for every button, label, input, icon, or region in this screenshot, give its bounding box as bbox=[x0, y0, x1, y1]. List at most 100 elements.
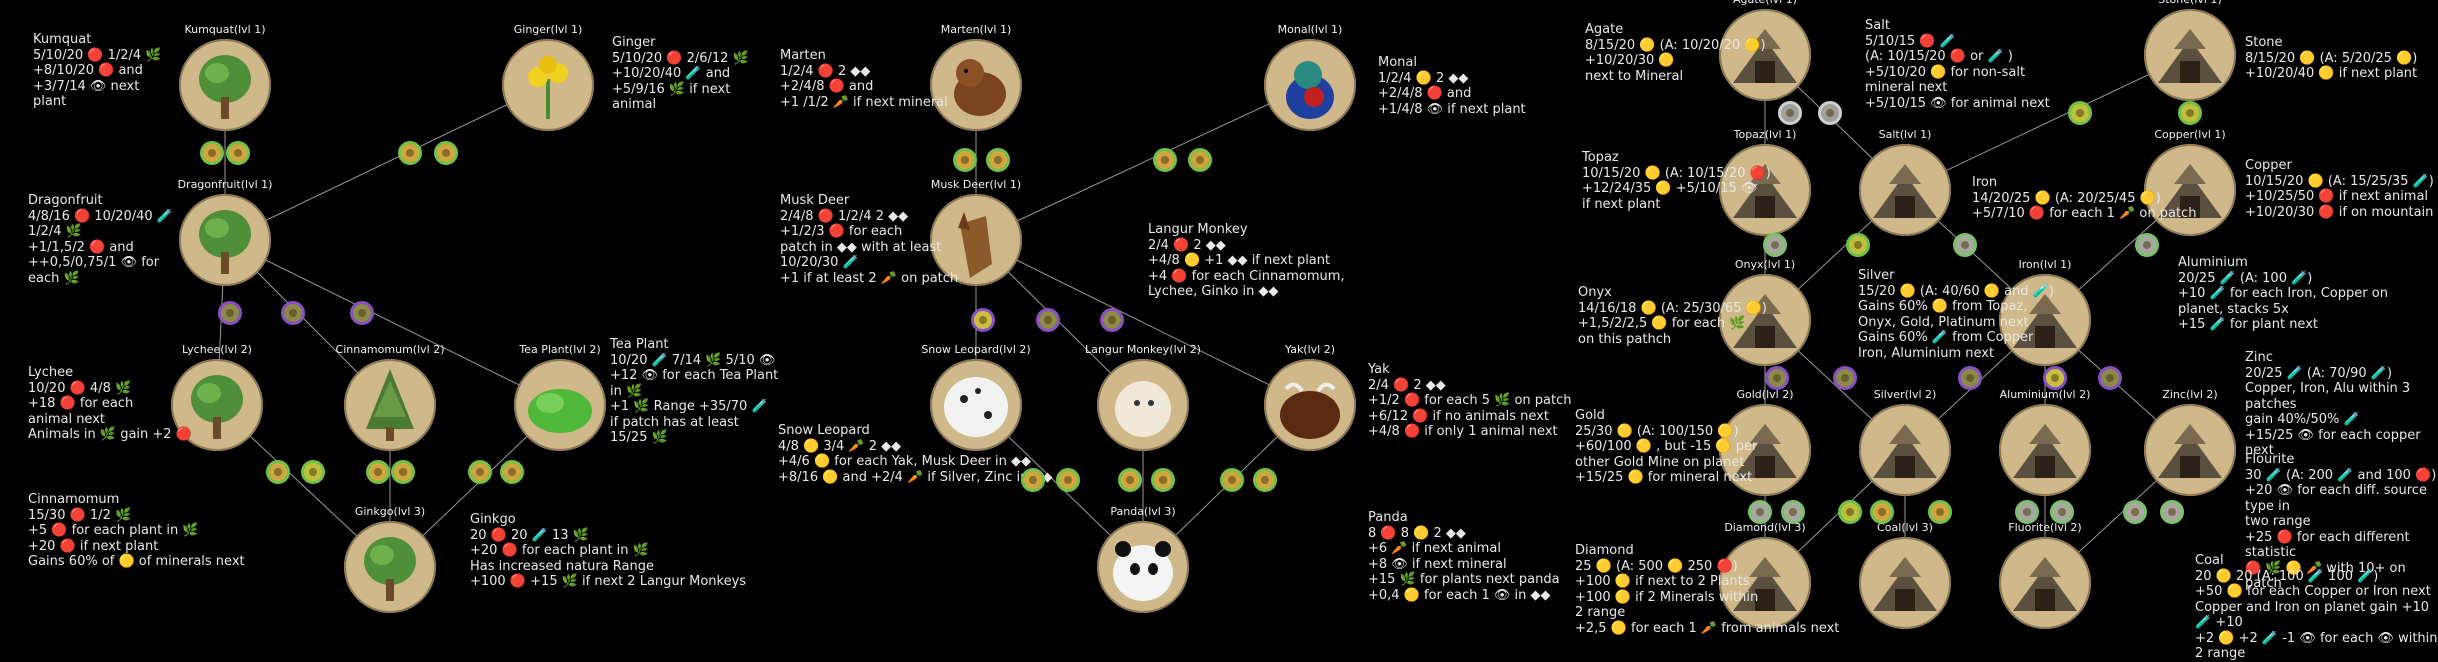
description-salt: Salt 5/10/15 🔴 🧪 (A: 10/15/20 🔴 or 🧪 ) +… bbox=[1865, 18, 2050, 111]
description-yak: Yak 2/4 🔴 2 ◆◆ +1/2 🔴 for each 5 🌿 on pa… bbox=[1368, 362, 1572, 439]
tree-icon bbox=[171, 375, 263, 451]
mine-icon bbox=[2144, 29, 2236, 101]
requirement-badge-icon bbox=[281, 301, 305, 325]
node-panda[interactable] bbox=[1097, 521, 1189, 613]
requirement-badge-icon bbox=[1833, 366, 1857, 390]
requirement-badge-icon bbox=[1928, 500, 1952, 524]
node-ginkgo[interactable] bbox=[344, 521, 436, 613]
node-salt[interactable] bbox=[1859, 144, 1951, 236]
requirement-badge-icon bbox=[266, 460, 290, 484]
requirement-badge-icon bbox=[350, 301, 374, 325]
node-copper[interactable] bbox=[2144, 144, 2236, 236]
description-snowleopard: Snow Leopard 4/8 🟡 3/4 🥕 2 ◆◆ +4/6 🟡 for… bbox=[778, 423, 1053, 485]
requirement-badge-icon bbox=[391, 460, 415, 484]
requirement-badge-icon bbox=[468, 460, 492, 484]
node-label-onyx: Onyx(lvl 1) bbox=[1734, 258, 1796, 271]
bird-icon bbox=[1264, 61, 1356, 131]
node-aluminium[interactable] bbox=[1999, 404, 2091, 496]
description-topaz: Topaz 10/15/20 🟡 (A: 10/15/20 🔴) +12/24/… bbox=[1582, 150, 1771, 212]
mine-icon bbox=[1719, 29, 1811, 101]
node-lychee[interactable] bbox=[171, 359, 263, 451]
requirement-badge-icon bbox=[2043, 366, 2067, 390]
node-label-cinnamomum: Cinnamomum(lvl 2) bbox=[335, 343, 445, 356]
node-zinc[interactable] bbox=[2144, 404, 2236, 496]
conifer-icon bbox=[344, 369, 436, 451]
mine-icon bbox=[1719, 424, 1811, 496]
panda-icon bbox=[1097, 541, 1189, 613]
requirement-badge-icon bbox=[1036, 308, 1060, 332]
node-label-marten: Marten(lvl 1) bbox=[940, 23, 1012, 36]
requirement-badge-icon bbox=[226, 141, 250, 165]
node-teaplant[interactable] bbox=[514, 359, 606, 451]
node-label-ginger: Ginger(lvl 1) bbox=[513, 23, 583, 36]
node-iron[interactable] bbox=[1999, 274, 2091, 366]
requirement-badge-icon bbox=[1818, 101, 1842, 125]
node-cinnamomum[interactable] bbox=[344, 359, 436, 451]
requirement-badge-icon bbox=[986, 148, 1010, 172]
requirement-badge-icon bbox=[2068, 101, 2092, 125]
node-langur[interactable] bbox=[1097, 359, 1189, 451]
node-gold[interactable] bbox=[1719, 404, 1811, 496]
node-diamond[interactable] bbox=[1719, 537, 1811, 629]
requirement-badge-icon bbox=[1765, 366, 1789, 390]
node-label-monal: Monal(lvl 1) bbox=[1277, 23, 1343, 36]
requirement-badge-icon bbox=[1763, 233, 1787, 257]
edge-ginger-dragonfruit bbox=[224, 84, 549, 241]
description-aluminium: Aluminium 20/25 🧪 (A: 100 🧪) +10 🧪 for e… bbox=[2178, 255, 2388, 332]
node-label-stone: Stone(lvl 1) bbox=[2158, 0, 2221, 6]
node-marten[interactable] bbox=[930, 39, 1022, 131]
requirement-badge-icon bbox=[1021, 468, 1045, 492]
tree-icon bbox=[344, 537, 436, 613]
node-topaz[interactable] bbox=[1719, 144, 1811, 236]
node-kumquat[interactable] bbox=[179, 39, 271, 131]
mine-icon bbox=[1719, 164, 1811, 236]
node-dragonfruit[interactable] bbox=[179, 194, 271, 286]
node-label-dragonfruit: Dragonfruit(lvl 1) bbox=[177, 178, 273, 191]
requirement-badge-icon bbox=[2015, 500, 2039, 524]
node-muskdeer[interactable] bbox=[930, 194, 1022, 286]
requirement-badge-icon bbox=[2098, 366, 2122, 390]
requirement-badge-icon bbox=[1778, 101, 1802, 125]
node-stone[interactable] bbox=[2144, 9, 2236, 101]
node-ginger[interactable] bbox=[502, 39, 594, 131]
node-fluorite[interactable] bbox=[1999, 537, 2091, 629]
description-lychee: Lychee 10/20 🔴 4/8 🌿 +18 🔴 for each anim… bbox=[28, 365, 192, 442]
description-monal: Monal 1/2/4 🟡 2 ◆◆ +2/4/8 🔴 and +1/4/8 👁… bbox=[1378, 55, 1526, 117]
description-fluorite: Flourite 30 🧪 (A: 200 🧪 and 100 🔴) +20 👁… bbox=[2245, 452, 2437, 591]
description-copper: Copper 10/15/20 🟡 (A: 15/25/35 🧪) +10/25… bbox=[2245, 158, 2434, 220]
node-label-fluorite: Fluorite(lvl 2) bbox=[2008, 521, 2082, 534]
node-label-panda: Panda(lvl 3) bbox=[1110, 505, 1176, 518]
mine-icon bbox=[1859, 164, 1951, 236]
node-yak[interactable] bbox=[1264, 359, 1356, 451]
requirement-badge-icon bbox=[1056, 468, 1080, 492]
requirement-badge-icon bbox=[1118, 468, 1142, 492]
flower-icon bbox=[502, 56, 594, 131]
node-monal[interactable] bbox=[1264, 39, 1356, 131]
node-label-coal: Coal(lvl 3) bbox=[1877, 521, 1933, 534]
requirement-badge-icon bbox=[500, 460, 524, 484]
node-agate[interactable] bbox=[1719, 9, 1811, 101]
description-gold: Gold 25/30 🟡 (A: 100/150 🟡) +60/100 🟡 , … bbox=[1575, 408, 1758, 485]
requirement-badge-icon bbox=[218, 301, 242, 325]
node-snowleopard[interactable] bbox=[930, 359, 1022, 451]
description-ginger: Ginger 5/10/20 🔴 2/6/12 🌿 +10/20/40 🧪 an… bbox=[612, 35, 749, 112]
description-teaplant: Tea Plant 10/20 🧪 7/14 🌿 5/10 👁 +12 👁 fo… bbox=[610, 337, 779, 445]
requirement-badge-icon bbox=[301, 460, 325, 484]
mine-icon bbox=[1999, 557, 2091, 629]
tree-icon bbox=[179, 210, 271, 286]
requirement-badge-icon bbox=[2123, 500, 2147, 524]
node-coal[interactable] bbox=[1859, 537, 1951, 629]
mine-icon bbox=[1719, 294, 1811, 366]
edge-muskdeer-yak bbox=[975, 239, 1311, 406]
deer-icon bbox=[930, 212, 1022, 286]
node-label-langur: Langur Monkey(lvl 2) bbox=[1085, 343, 1201, 356]
node-onyx[interactable] bbox=[1719, 274, 1811, 366]
requirement-badge-icon bbox=[1846, 233, 1870, 257]
requirement-badge-icon bbox=[2050, 500, 2074, 524]
node-label-topaz: Topaz(lvl 1) bbox=[1733, 128, 1797, 141]
requirement-badge-icon bbox=[1958, 366, 1982, 390]
node-silver[interactable] bbox=[1859, 404, 1951, 496]
mine-icon bbox=[1999, 424, 2091, 496]
monkey-icon bbox=[1097, 381, 1189, 451]
edge-monal-muskdeer bbox=[975, 84, 1311, 241]
